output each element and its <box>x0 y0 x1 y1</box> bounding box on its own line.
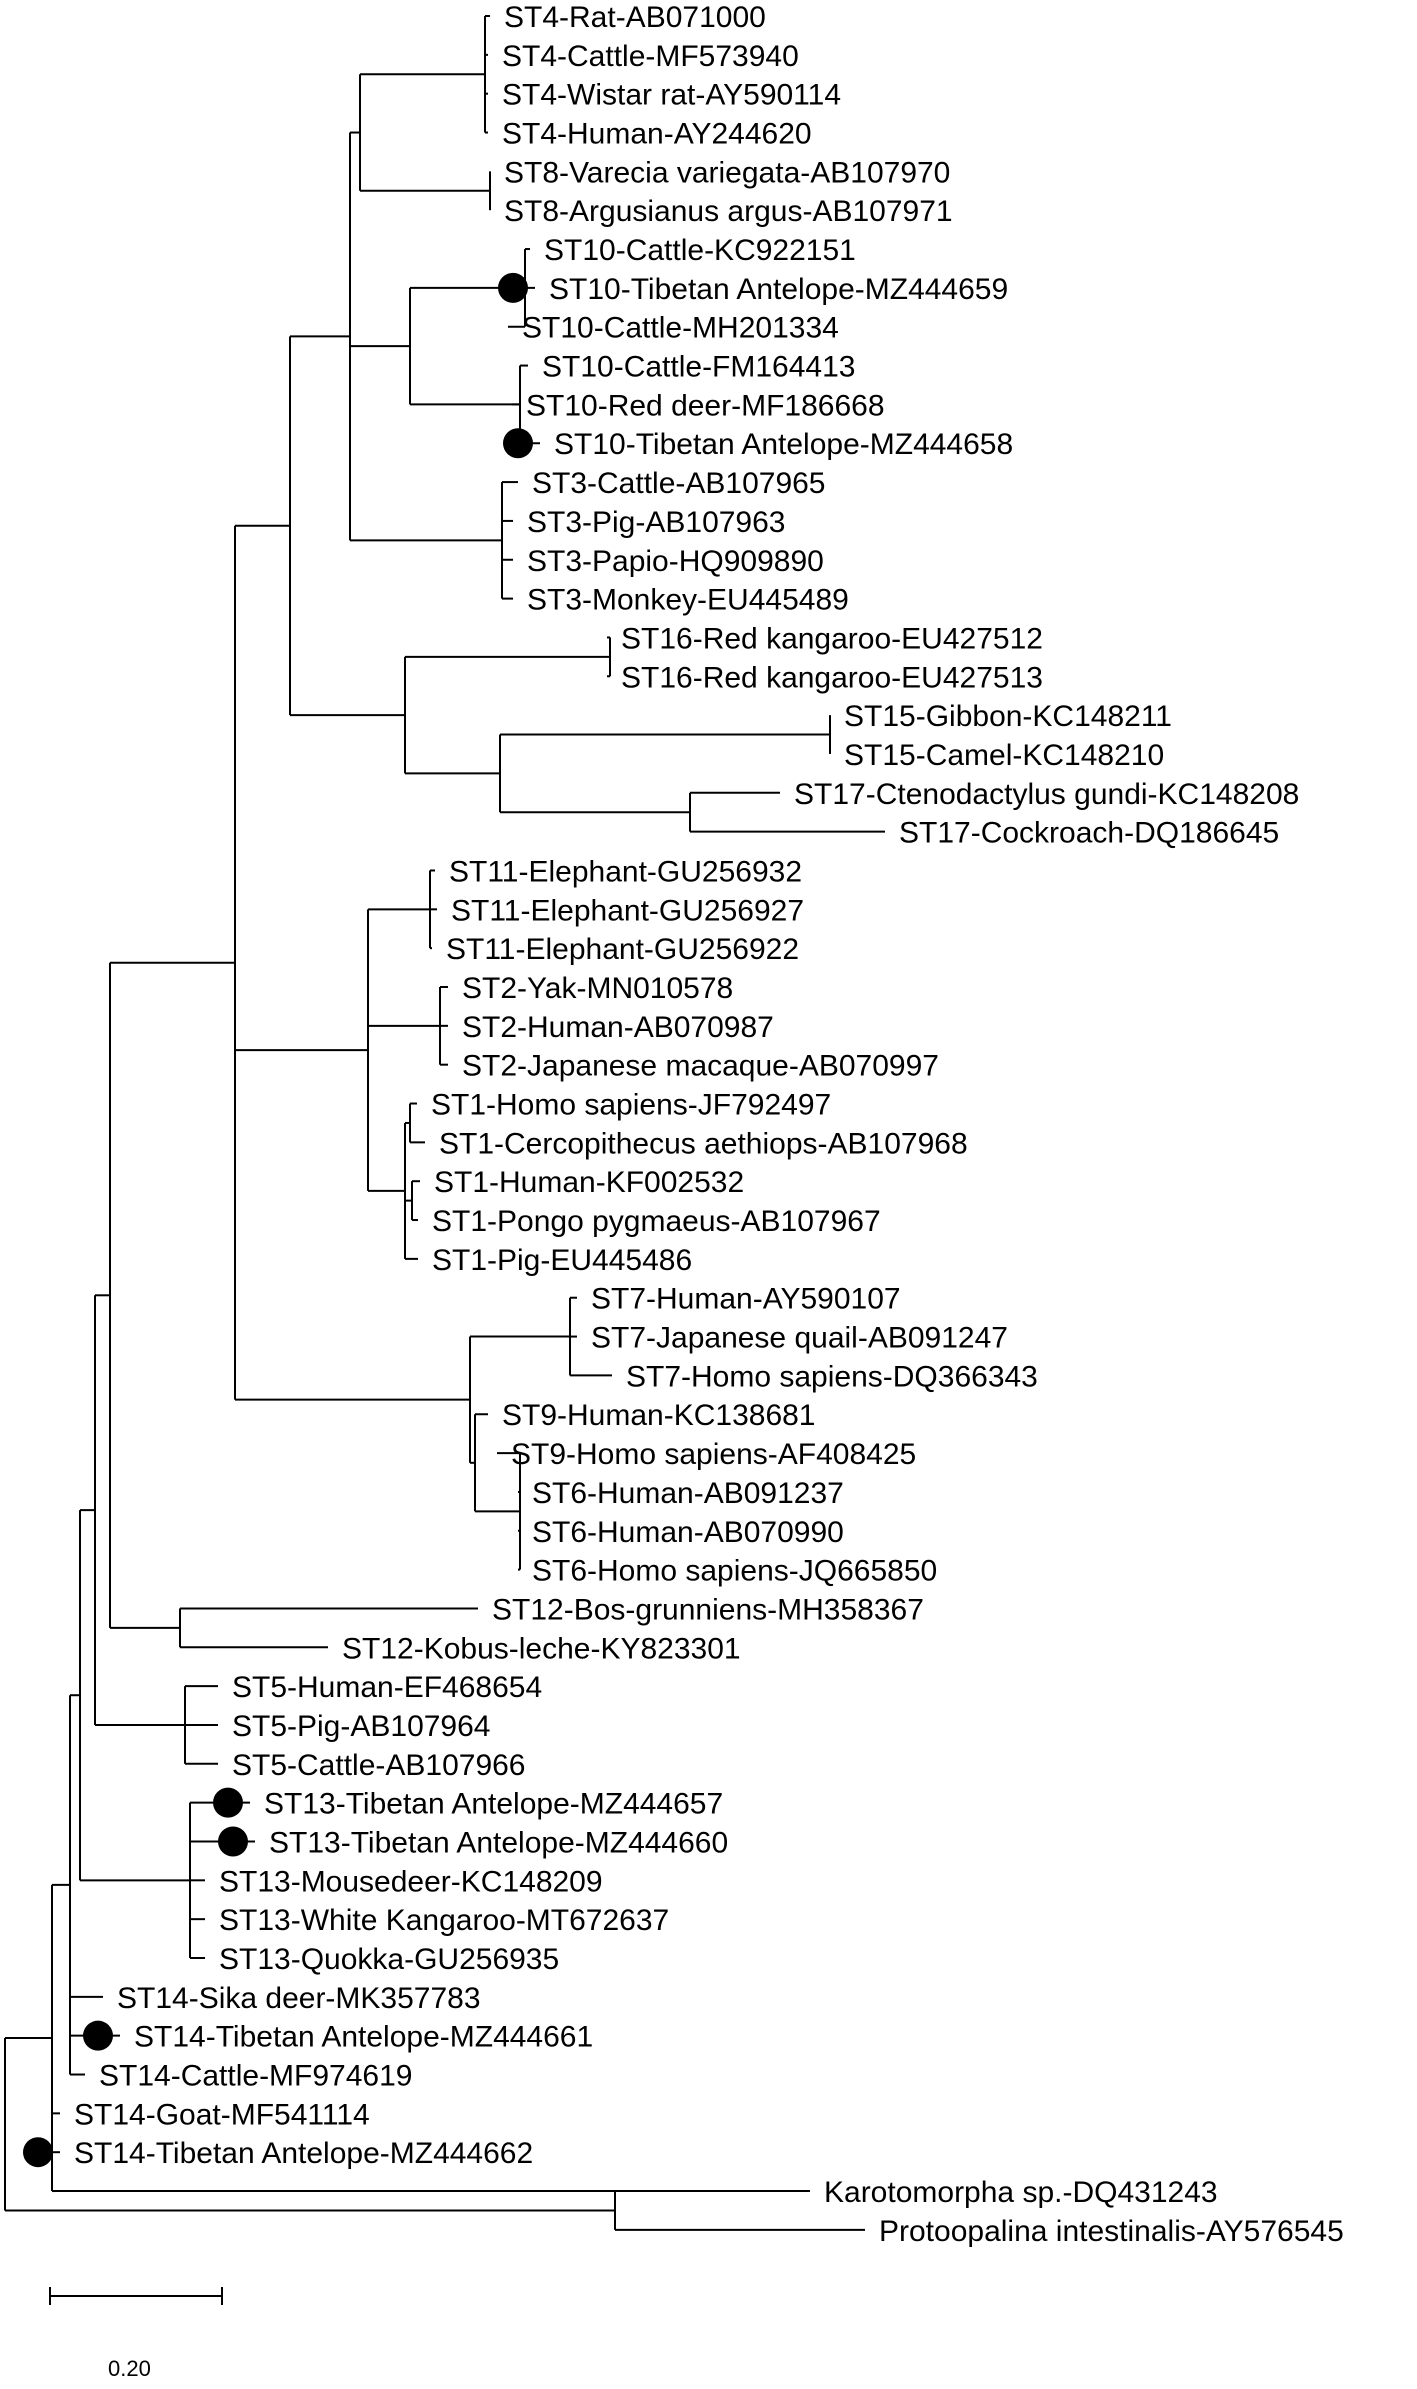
leaf-label: ST4-Human-AY244620 <box>502 118 812 151</box>
leaf-label: ST8-Varecia variegata-AB107970 <box>504 156 950 189</box>
leaf-label: ST17-Ctenodactylus gundi-KC148208 <box>794 778 1299 811</box>
tibetan-antelope-marker <box>83 2020 113 2051</box>
leaf-label: ST13-Quokka-GU256935 <box>219 1943 559 1976</box>
leaf-label: ST13-White Kangaroo-MT672637 <box>219 1904 669 1937</box>
leaf-label: ST9-Homo sapiens-AF408425 <box>511 1438 916 1471</box>
tibetan-antelope-marker <box>218 1826 248 1857</box>
leaf-label: ST5-Pig-AB107964 <box>232 1710 491 1743</box>
leaf-label: ST4-Cattle-MF573940 <box>502 40 799 73</box>
leaf-label: ST14-Goat-MF541114 <box>74 2098 370 2131</box>
leaf-label: ST12-Kobus-leche-KY823301 <box>342 1632 741 1665</box>
leaf-label: ST11-Elephant-GU256922 <box>446 933 799 966</box>
leaf-label: ST1-Cercopithecus aethiops-AB107968 <box>439 1127 968 1160</box>
leaf-label: ST2-Human-AB070987 <box>462 1011 774 1044</box>
leaf-label: ST9-Human-KC138681 <box>502 1399 816 1432</box>
leaf-label: ST14-Sika deer-MK357783 <box>117 1982 481 2015</box>
scale-bar-label: 0.20 <box>108 2356 151 2381</box>
leaf-label: ST8-Argusianus argus-AB107971 <box>504 195 953 228</box>
scale-bar: 0.20 <box>49 2287 223 2381</box>
leaf-label: ST15-Gibbon-KC148211 <box>844 700 1172 733</box>
leaf-label: ST5-Human-EF468654 <box>232 1671 542 1704</box>
leaf-label: ST1-Pig-EU445486 <box>432 1244 692 1277</box>
leaf-label: ST1-Pongo pygmaeus-AB107967 <box>432 1205 881 1238</box>
tree-branches <box>4 15 885 2231</box>
leaf-label: ST10-Tibetan Antelope-MZ444659 <box>549 273 1008 306</box>
leaf-label: ST6-Homo sapiens-JQ665850 <box>532 1555 937 1588</box>
tibetan-antelope-marker <box>23 2137 53 2168</box>
leaf-label: ST2-Japanese macaque-AB070997 <box>462 1050 939 1083</box>
leaf-label: ST12-Bos-grunniens-MH358367 <box>492 1593 924 1626</box>
leaf-label: ST14-Tibetan Antelope-MZ444661 <box>134 2021 593 2054</box>
leaf-label: ST7-Human-AY590107 <box>591 1283 901 1316</box>
leaf-label: ST14-Cattle-MF974619 <box>99 2060 412 2093</box>
leaf-label: ST4-Rat-AB071000 <box>504 1 766 34</box>
leaf-label: ST3-Papio-HQ909890 <box>527 545 824 578</box>
leaf-label: ST3-Pig-AB107963 <box>527 506 786 539</box>
leaf-label: ST7-Homo sapiens-DQ366343 <box>626 1360 1038 1393</box>
tibetan-antelope-marker <box>498 272 528 303</box>
leaf-label: ST10-Cattle-MH201334 <box>522 312 839 345</box>
leaf-label: ST17-Cockroach-DQ186645 <box>899 817 1279 850</box>
leaf-label: ST13-Tibetan Antelope-MZ444660 <box>269 1826 728 1859</box>
leaf-label: ST10-Cattle-FM164413 <box>542 351 855 384</box>
tibetan-antelope-marker <box>213 1787 243 1818</box>
leaf-label: ST10-Cattle-KC922151 <box>544 234 856 267</box>
leaf-label: ST6-Human-AB070990 <box>532 1516 844 1549</box>
leaf-label: ST4-Wistar rat-AY590114 <box>502 79 841 112</box>
leaf-label: ST7-Japanese quail-AB091247 <box>591 1322 1008 1355</box>
sample-markers <box>23 272 533 2168</box>
leaf-label: ST10-Red deer-MF186668 <box>526 389 885 422</box>
leaf-label: ST3-Cattle-AB107965 <box>532 467 826 500</box>
leaf-label: ST2-Yak-MN010578 <box>462 972 733 1005</box>
leaf-label: ST3-Monkey-EU445489 <box>527 584 849 617</box>
leaf-label: ST15-Camel-KC148210 <box>844 739 1164 772</box>
leaf-label: ST11-Elephant-GU256927 <box>451 894 804 927</box>
leaf-labels: ST4-Rat-AB071000ST4-Cattle-MF573940ST4-W… <box>74 1 1344 2248</box>
leaf-label: ST10-Tibetan Antelope-MZ444658 <box>554 428 1013 461</box>
leaf-label: ST11-Elephant-GU256932 <box>449 855 802 888</box>
leaf-label: Protoopalina intestinalis-AY576545 <box>879 2215 1344 2248</box>
leaf-label: ST5-Cattle-AB107966 <box>232 1749 526 1782</box>
leaf-label: ST13-Tibetan Antelope-MZ444657 <box>264 1788 723 1821</box>
tibetan-antelope-marker <box>503 428 533 459</box>
leaf-label: Karotomorpha sp.-DQ431243 <box>824 2176 1218 2209</box>
leaf-label: ST14-Tibetan Antelope-MZ444662 <box>74 2137 533 2170</box>
leaf-label: ST16-Red kangaroo-EU427513 <box>621 661 1043 694</box>
leaf-label: ST1-Human-KF002532 <box>434 1166 744 1199</box>
leaf-label: ST6-Human-AB091237 <box>532 1477 844 1510</box>
leaf-label: ST13-Mousedeer-KC148209 <box>219 1865 603 1898</box>
leaf-label: ST16-Red kangaroo-EU427512 <box>621 622 1043 655</box>
leaf-label: ST1-Homo sapiens-JF792497 <box>431 1089 831 1122</box>
